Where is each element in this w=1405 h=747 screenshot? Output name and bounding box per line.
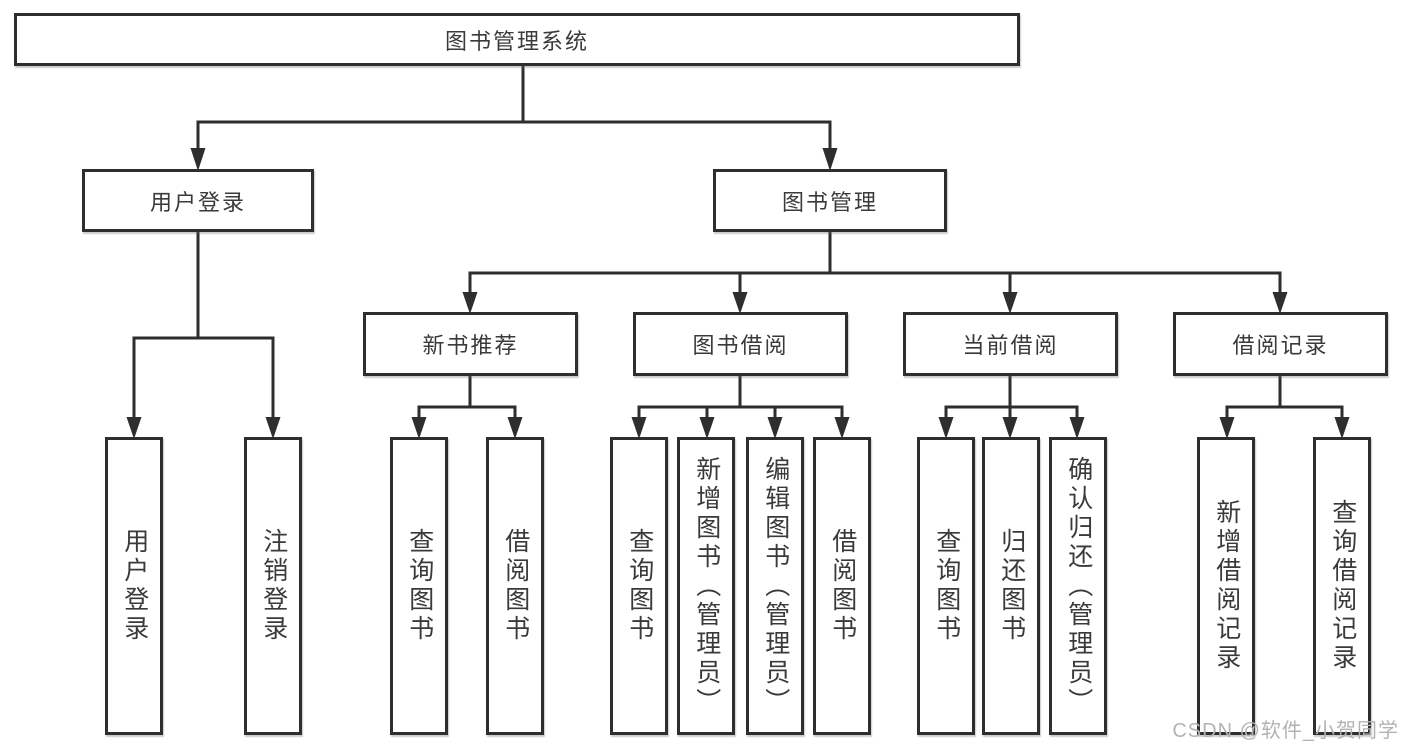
- leaf-borrow-books-recommend-label: 借阅图书: [501, 528, 530, 644]
- connector-line: [1225, 405, 1344, 419]
- arrow-down-icon: [507, 417, 523, 439]
- arrow-down-icon: [1272, 292, 1288, 314]
- leaf-query-borrow-record-label: 查询借阅记录: [1328, 499, 1357, 673]
- leaf-logout-label: 注销登录: [259, 528, 288, 644]
- node-new-book-recommend: 新书推荐: [363, 312, 578, 376]
- node-user-login: 用户登录: [82, 169, 314, 232]
- node-current-borrow-label: 当前借阅: [962, 333, 1059, 358]
- leaf-query-books-borrow-label: 查询图书: [625, 528, 654, 644]
- arrow-down-icon: [190, 148, 206, 171]
- arrow-down-icon: [834, 417, 850, 439]
- connector-book-management-to-level2: [462, 232, 1288, 314]
- arrow-down-icon: [631, 417, 647, 439]
- arrow-down-icon: [732, 292, 748, 314]
- node-book-management: 图书管理: [713, 169, 947, 232]
- leaf-query-books-current: 查询图书: [917, 437, 975, 735]
- node-user-login-label: 用户登录: [149, 189, 246, 215]
- leaf-return-book: 归还图书: [982, 437, 1040, 735]
- leaf-return-book-label: 归还图书: [997, 528, 1026, 644]
- arrow-down-icon: [411, 417, 427, 439]
- arrow-down-icon: [462, 292, 478, 314]
- connector-line: [637, 405, 844, 419]
- arrow-down-icon: [1069, 417, 1085, 439]
- leaf-borrow-book-label: 借阅图书: [828, 528, 857, 644]
- connector-borrow-records-group: [1219, 376, 1350, 439]
- leaf-borrow-book: 借阅图书: [813, 437, 871, 735]
- arrow-down-icon: [1002, 417, 1018, 439]
- node-borrow-records: 借阅记录: [1173, 312, 1388, 376]
- leaf-query-books-recommend: 查询图书: [390, 437, 448, 735]
- connector-user-login-group: [126, 232, 281, 439]
- leaf-user-login-label: 用户登录: [120, 528, 149, 644]
- leaf-query-borrow-record: 查询借阅记录: [1313, 437, 1371, 735]
- arrow-down-icon: [265, 417, 281, 439]
- arrow-down-icon: [767, 417, 783, 439]
- leaf-add-book-admin-label: 新增图书（管理员）: [692, 455, 721, 717]
- node-current-borrow: 当前借阅: [903, 312, 1118, 376]
- connector-line: [417, 405, 517, 419]
- arrow-down-icon: [822, 148, 838, 171]
- connector-line: [468, 271, 1282, 294]
- leaf-borrow-books-recommend: 借阅图书: [486, 437, 544, 735]
- leaf-user-login: 用户登录: [105, 437, 163, 735]
- leaf-confirm-return-admin: 确认归还（管理员）: [1049, 437, 1107, 735]
- connector-current-borrow-group: [938, 376, 1085, 439]
- node-book-borrow: 图书借阅: [633, 312, 848, 376]
- node-book-management-label: 图书管理: [781, 189, 878, 215]
- connector-line: [705, 407, 777, 419]
- leaf-query-books-borrow: 查询图书: [610, 437, 668, 735]
- leaf-edit-book-admin-label: 编辑图书（管理员）: [761, 455, 790, 717]
- connector-line: [132, 336, 275, 419]
- node-new-book-recommend-label: 新书推荐: [422, 333, 519, 358]
- arrow-down-icon: [1002, 292, 1018, 314]
- connector-new-book-recommend-group: [411, 376, 523, 439]
- leaf-logout: 注销登录: [244, 437, 302, 735]
- connector-line: [196, 120, 832, 150]
- connector-root-to-level1: [190, 66, 838, 171]
- arrow-down-icon: [1219, 417, 1235, 439]
- leaf-add-borrow-record-label: 新增借阅记录: [1212, 499, 1241, 673]
- node-root-label: 图书管理系统: [444, 28, 589, 54]
- csdn-watermark: CSDN @软件_小贺同学: [1172, 720, 1399, 742]
- leaf-edit-book-admin: 编辑图书（管理员）: [746, 437, 804, 735]
- leaf-add-borrow-record: 新增借阅记录: [1197, 437, 1255, 735]
- arrow-down-icon: [699, 417, 715, 439]
- arrow-down-icon: [938, 417, 954, 439]
- node-root: 图书管理系统: [14, 13, 1020, 66]
- leaf-add-book-admin: 新增图书（管理员）: [677, 437, 735, 735]
- arrow-down-icon: [1334, 417, 1350, 439]
- connector-book-borrow-group: [631, 376, 850, 439]
- arrow-down-icon: [126, 417, 142, 439]
- leaf-confirm-return-admin-label: 确认归还（管理员）: [1064, 455, 1093, 717]
- leaf-query-books-recommend-label: 查询图书: [405, 528, 434, 644]
- connector-line: [738, 273, 1012, 294]
- node-borrow-records-label: 借阅记录: [1232, 333, 1329, 358]
- leaf-query-books-current-label: 查询图书: [932, 528, 961, 644]
- node-book-borrow-label: 图书借阅: [692, 333, 789, 358]
